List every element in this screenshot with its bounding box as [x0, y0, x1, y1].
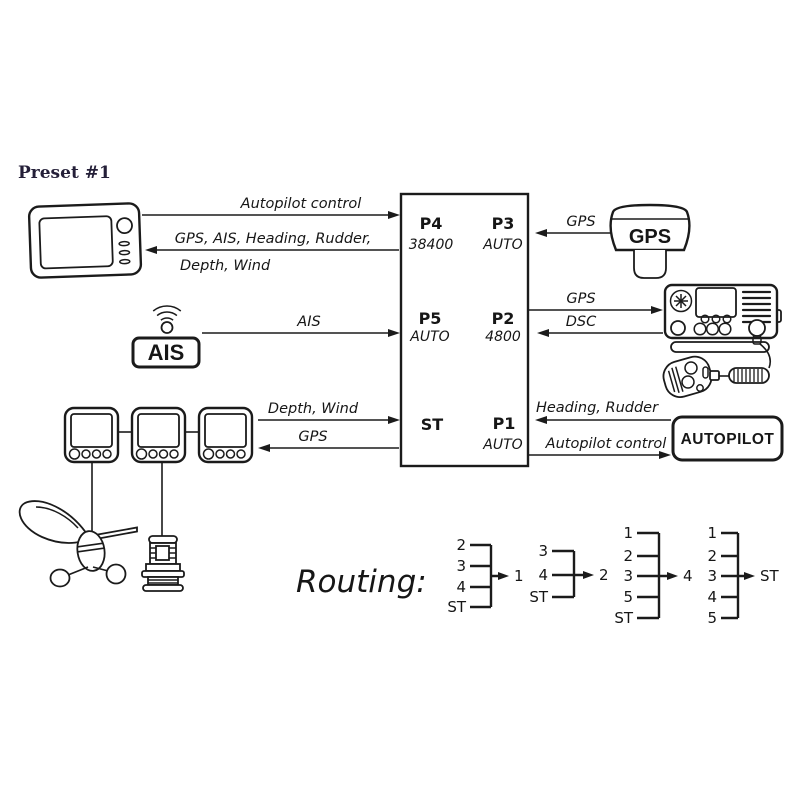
label-dsc: DSC	[566, 314, 597, 330]
port-p5-baud: AUTO	[409, 329, 449, 345]
wind-sensor-icon	[18, 462, 138, 588]
display-3	[197, 406, 254, 464]
label-gps-to-vhf: GPS	[566, 291, 595, 307]
port-p5: P5	[419, 309, 442, 328]
routing-group-2: 3 4 ST 2	[529, 542, 608, 606]
routing-input: 5	[707, 609, 717, 627]
routing-input: 3	[456, 557, 466, 575]
routing-input: ST	[614, 609, 634, 627]
routing-input: 4	[538, 566, 548, 584]
routing-input: 2	[707, 547, 717, 565]
display-1	[63, 406, 120, 464]
page-title: Preset #1	[18, 163, 111, 183]
routing-group-4: 1 2 3 4 5 ST	[707, 524, 779, 627]
port-p2: P2	[492, 309, 515, 328]
port-p2-baud: 4800	[485, 329, 521, 345]
port-p4: P4	[420, 214, 443, 233]
port-p1-baud: AUTO	[482, 437, 522, 453]
ais-transponder-icon: AIS	[131, 305, 201, 369]
port-p4-baud: 38400	[409, 237, 454, 253]
label-gps-to-displays: GPS	[298, 429, 327, 445]
routing-section: Routing: 2 3 4 ST 1 3 4 ST 2 1 2 3 5 ST	[296, 524, 780, 627]
routing-input: 3	[623, 567, 633, 585]
label-depth-wind: Depth, Wind	[268, 401, 359, 417]
routing-input: 3	[538, 542, 548, 560]
routing-output: ST	[760, 567, 780, 585]
routing-group-1: 2 3 4 ST 1	[447, 536, 523, 616]
label-ais: AIS	[296, 314, 320, 330]
routing-input: 4	[707, 588, 717, 606]
routing-output: 1	[514, 567, 524, 585]
multiplexer-box: P4 38400 P3 AUTO P5 AUTO P2 4800 ST P1 A…	[399, 192, 530, 468]
gps-device-label: GPS	[629, 226, 671, 248]
vhf-mic	[662, 355, 770, 398]
routing-input: 3	[707, 567, 717, 585]
depth-transducer-icon	[141, 462, 185, 592]
connection-lines: Autopilot control GPS, AIS, Heading, Rud…	[142, 196, 671, 459]
routing-input: 4	[456, 578, 466, 596]
routing-input: ST	[447, 598, 467, 616]
display-2	[130, 406, 187, 464]
routing-input: 2	[623, 547, 633, 565]
label-mux-to-plotter-line1: GPS, AIS, Heading, Rudder,	[175, 231, 371, 247]
routing-output: 4	[683, 567, 693, 585]
routing-input: ST	[529, 588, 549, 606]
gps-antenna-icon: GPS	[609, 203, 691, 279]
routing-input: 2	[456, 536, 466, 554]
chartplotter-icon	[27, 202, 143, 279]
port-p1: P1	[493, 414, 516, 433]
autopilot-box: AUTOPILOT	[671, 415, 784, 462]
routing-input: 5	[623, 588, 633, 606]
label-autopilot-control-bottom: Autopilot control	[545, 436, 667, 452]
routing-input: 1	[707, 524, 717, 542]
autopilot-device-label: AUTOPILOT	[681, 431, 775, 448]
routing-output: 2	[599, 566, 609, 584]
label-gps-antenna: GPS	[566, 214, 595, 230]
instrument-displays	[63, 406, 254, 464]
label-heading-rudder: Heading, Rudder	[536, 400, 659, 416]
ais-device-label: AIS	[148, 340, 185, 365]
routing-input: 1	[623, 524, 633, 542]
port-p3-baud: AUTO	[482, 237, 522, 253]
label-autopilot-control-top: Autopilot control	[240, 196, 362, 212]
label-mux-to-plotter-line2: Depth, Wind	[180, 258, 271, 274]
routing-group-3: 1 2 3 5 ST 4	[614, 524, 692, 627]
port-p3: P3	[492, 214, 515, 233]
routing-title: Routing:	[296, 564, 427, 600]
port-st: ST	[421, 415, 444, 434]
vhf-radio-icon	[662, 283, 782, 398]
